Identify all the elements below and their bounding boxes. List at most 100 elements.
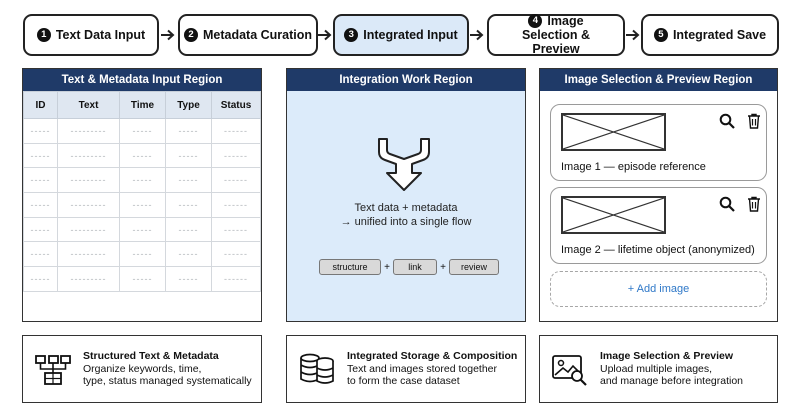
structured-data-icon (35, 355, 71, 385)
step-number-badge: 4 (528, 14, 543, 29)
table-row[interactable]: ------------------------------ (23, 167, 261, 194)
table-cell-time: ----- (119, 167, 166, 194)
arrow-right-icon (161, 29, 175, 41)
table-cell-id: ----- (23, 266, 58, 292)
column-header-status: Status (211, 91, 261, 119)
step-metadata-curation[interactable]: 2 Metadata Curation (178, 14, 318, 56)
feature-line-1: Upload multiple images, (600, 362, 713, 375)
database-icon (300, 353, 334, 384)
feature-card-structured-data: Structured Text & Metadata Organize keyw… (22, 335, 262, 403)
table-cell-status: ------ (211, 266, 261, 292)
table-cell-type: ----- (165, 192, 212, 218)
step-label: Integrated Input (363, 28, 458, 42)
arrow-right-icon (318, 29, 332, 41)
table-cell-id: ----- (23, 118, 58, 144)
image-selection-preview-panel: Image Selection & Preview Region Image 1… (539, 68, 778, 322)
feature-line-2: type, status managed systematically (83, 375, 252, 387)
feature-card-storage: Integrated Storage & Composition Text an… (286, 335, 526, 403)
search-icon[interactable] (719, 196, 735, 212)
table-row[interactable]: ------------------------------ (23, 266, 261, 292)
feature-text: Image Selection & Preview Upload multipl… (600, 350, 743, 388)
table-cell-time: ----- (119, 241, 166, 268)
table-cell-text: --------- (57, 142, 120, 169)
chip-link[interactable]: link (393, 259, 437, 275)
table-cell-time: ----- (119, 118, 166, 144)
step-integrated-save[interactable]: 5 Integrated Save (641, 14, 779, 56)
step-number-badge: 3 (344, 28, 359, 42)
step-number-badge: 5 (653, 28, 668, 42)
panel-title: Integration Work Region (287, 69, 525, 91)
feature-text: Structured Text & Metadata Organize keyw… (83, 350, 252, 388)
table-cell-id: ----- (23, 192, 58, 218)
image-card[interactable]: Image 2 — lifetime object (anonymized) (550, 187, 767, 264)
integration-work-area: Text data + metadata → unified into a si… (287, 91, 525, 321)
table-cell-id: ----- (23, 167, 58, 194)
step-number-badge: 1 (36, 28, 51, 42)
arrow-right-icon (626, 29, 640, 41)
image-placeholder (561, 196, 666, 234)
search-icon[interactable] (719, 113, 735, 129)
plus-sign: + (440, 261, 446, 273)
step-label: Image Selection & Preview (521, 13, 591, 57)
integration-work-panel: Integration Work Region Text data + meta… (286, 68, 526, 322)
feature-text: Integrated Storage & Composition Text an… (347, 350, 517, 388)
step-label: Text Data Input (55, 28, 146, 42)
column-header-text: Text (57, 91, 120, 119)
arrow-right-icon (470, 29, 484, 41)
table-cell-id: ----- (23, 142, 58, 169)
table-cell-text: --------- (57, 192, 120, 218)
table-cell-type: ----- (165, 118, 212, 144)
feature-title: Structured Text & Metadata (83, 350, 219, 362)
table-cell-status: ------ (211, 167, 261, 194)
table-cell-time: ----- (119, 192, 166, 218)
table-cell-text: --------- (57, 216, 120, 243)
step-label: Metadata Curation (202, 28, 313, 42)
merge-arrow-icon (378, 138, 430, 191)
feature-card-image-selection: Image Selection & Preview Upload multipl… (539, 335, 778, 403)
feature-title: Integrated Storage & Composition (347, 350, 518, 362)
panel-title: Text & Metadata Input Region (23, 69, 261, 91)
image-caption: Image 1 — episode reference (561, 161, 706, 173)
table-cell-status: ------ (211, 216, 261, 243)
feature-line-2: to form the case dataset (347, 375, 460, 387)
trash-icon[interactable] (747, 196, 761, 212)
image-card[interactable]: Image 1 — episode reference (550, 104, 767, 181)
table-cell-text: --------- (57, 167, 120, 194)
table-row[interactable]: ------------------------------ (23, 241, 261, 268)
chip-structure[interactable]: structure (319, 259, 381, 275)
step-text-data-input[interactable]: 1 Text Data Input (23, 14, 159, 56)
table-row[interactable]: ------------------------------ (23, 192, 261, 218)
table-cell-time: ----- (119, 142, 166, 169)
image-caption: Image 2 — lifetime object (anonymized) (561, 244, 755, 256)
table-cell-type: ----- (165, 167, 212, 194)
image-placeholder (561, 113, 666, 151)
table-cell-id: ----- (23, 241, 58, 268)
table-cell-type: ----- (165, 266, 212, 292)
table-cell-status: ------ (211, 192, 261, 218)
table-cell-text: --------- (57, 266, 120, 292)
table-cell-type: ----- (165, 142, 212, 169)
table-cell-type: ----- (165, 216, 212, 243)
step-chips: structure + link + review (319, 259, 499, 275)
integration-line-2: → unified into a single flow (340, 216, 472, 228)
step-integrated-input[interactable]: 3 Integrated Input (333, 14, 469, 56)
step-label: Integrated Save (672, 28, 767, 42)
image-search-icon (552, 355, 587, 386)
table-row[interactable]: ------------------------------ (23, 216, 261, 243)
chip-review[interactable]: review (449, 259, 499, 275)
integration-description: Text data + metadata → unified into a si… (287, 201, 525, 229)
column-header-type: Type (165, 91, 212, 119)
table-cell-text: --------- (57, 241, 120, 268)
table-cell-text: --------- (57, 118, 120, 144)
feature-line-1: Organize keywords, time, (83, 362, 202, 375)
table-cell-time: ----- (119, 216, 166, 243)
table-row[interactable]: ------------------------------ (23, 142, 261, 169)
panel-title: Image Selection & Preview Region (540, 69, 777, 91)
table-cell-time: ----- (119, 266, 166, 292)
add-image-button[interactable]: + Add image (550, 271, 767, 307)
table-cell-status: ------ (211, 142, 261, 169)
table-row[interactable]: ------------------------------ (23, 118, 261, 144)
trash-icon[interactable] (747, 113, 761, 129)
table-cell-type: ----- (165, 241, 212, 268)
